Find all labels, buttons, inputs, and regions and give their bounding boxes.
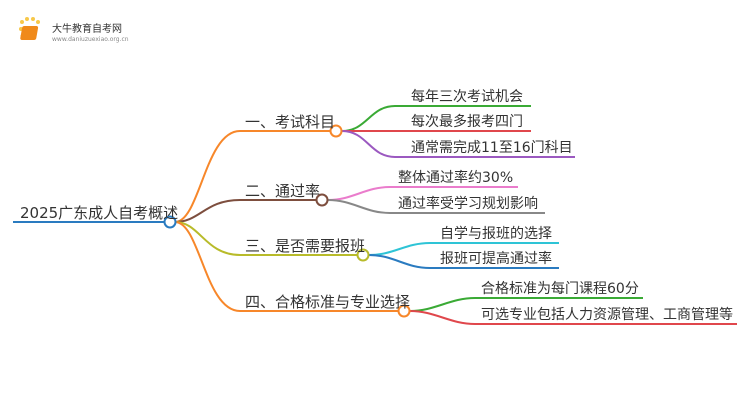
root-node-label[interactable]: 2025广东成人自考概述	[20, 204, 179, 222]
branch-node-circle[interactable]	[356, 248, 370, 262]
branch-node-circle[interactable]	[397, 304, 411, 318]
leaf-connector	[409, 310, 737, 325]
book-logo-icon	[19, 17, 40, 40]
leaf-connector	[368, 254, 559, 269]
leaf-max-four[interactable]: 每次最多报考四门	[411, 114, 523, 130]
leaf-class-improves[interactable]: 报班可提高通过率	[440, 251, 552, 267]
leaf-self-vs-class[interactable]: 自学与报班的选择	[440, 226, 552, 242]
logo-title: 大牛教育自考网	[52, 24, 122, 35]
branch-exam-subjects[interactable]: 一、考试科目	[245, 113, 336, 131]
branch-node-circle[interactable]	[329, 124, 343, 138]
branch-standard-major[interactable]: 四、合格标准与专业选择	[245, 293, 411, 311]
branch-connector	[174, 221, 398, 312]
branch-need-class[interactable]: 三、是否需要报班	[245, 237, 366, 255]
leaf-60-points[interactable]: 合格标准为每门课程60分	[481, 281, 639, 297]
leaf-connector	[327, 199, 545, 214]
leaf-pass-planning[interactable]: 通过率受学习规划影响	[398, 196, 538, 212]
leaf-connector	[341, 130, 575, 158]
leaf-pass-30[interactable]: 整体通过率约30%	[398, 170, 514, 186]
leaf-11-16-subjects[interactable]: 通常需完成11至16门科目	[411, 140, 573, 156]
branch-connector	[174, 130, 330, 223]
root-node-circle[interactable]	[163, 215, 177, 229]
leaf-three-exams[interactable]: 每年三次考试机会	[411, 89, 523, 105]
leaf-majors[interactable]: 可选专业包括人力资源管理、工商管理等	[481, 307, 733, 323]
branch-pass-rate[interactable]: 二、通过率	[245, 182, 321, 200]
branch-node-circle[interactable]	[315, 193, 329, 207]
branch-connector	[174, 221, 357, 256]
logo-url: www.daniuzuexiao.org.cn	[52, 36, 129, 43]
branch-connector	[174, 199, 316, 223]
leaf-connector	[327, 186, 518, 201]
